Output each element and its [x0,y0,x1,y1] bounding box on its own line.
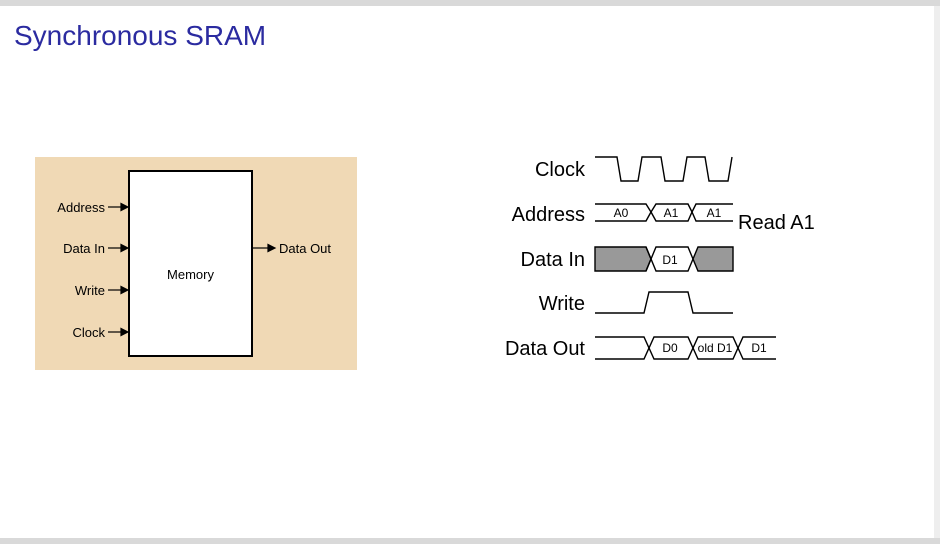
signal-label-data-out: Data Out [504,338,585,360]
input-clock-label: Clock [72,325,105,340]
read-annotation: Read A1 [738,212,815,234]
address-value-2: A1 [664,206,679,220]
memory-box: Memory [128,170,253,357]
data-out-value-2: old D1 [698,341,733,355]
write-arrow-head [120,285,130,295]
slide: Synchronous SRAM Memory Address Data In … [0,6,934,538]
address-arrow-head [120,202,130,212]
data-out-value-3: D1 [751,341,767,355]
data-in-bus-top [645,246,694,261]
data-out-arrow-head [267,243,277,253]
pin-arrows [108,202,277,337]
signal-label-clock: Clock [534,159,585,181]
signal-label-data-in: Data In [520,249,585,271]
data-out-bus-bottom [595,346,776,360]
data-out-bus-top [595,336,776,350]
data-out-value-1: D0 [662,341,678,355]
address-bus-top [595,203,733,214]
clock-waveform [595,156,733,182]
timing-waveforms: A0 A1 A1 D1 D0 old D1 D1 [594,156,776,360]
write-waveform [595,291,733,314]
input-address-label: Address [57,200,105,215]
input-write-label: Write [74,283,105,298]
memory-label: Memory [167,267,214,282]
input-data-in-label: Data In [63,241,105,256]
address-bus-bottom [595,210,733,222]
memory-block-diagram: Memory Address Data In Write Clock Data … [35,157,357,370]
signal-label-address: Address [511,204,585,226]
data-in-dontcare-2 [692,246,734,272]
clock-arrow-head [120,327,130,337]
data-in-value: D1 [662,253,678,267]
output-data-out-label: Data Out [279,241,332,256]
signal-label-write: Write [538,293,585,315]
data-in-bus-bottom [645,257,694,272]
address-value-1: A0 [614,206,629,220]
data-in-arrow-head [120,243,130,253]
slide-title: Synchronous SRAM [14,20,267,51]
slide-edge [934,6,940,538]
data-in-dontcare-1 [594,246,652,272]
address-value-3: A1 [707,206,722,220]
